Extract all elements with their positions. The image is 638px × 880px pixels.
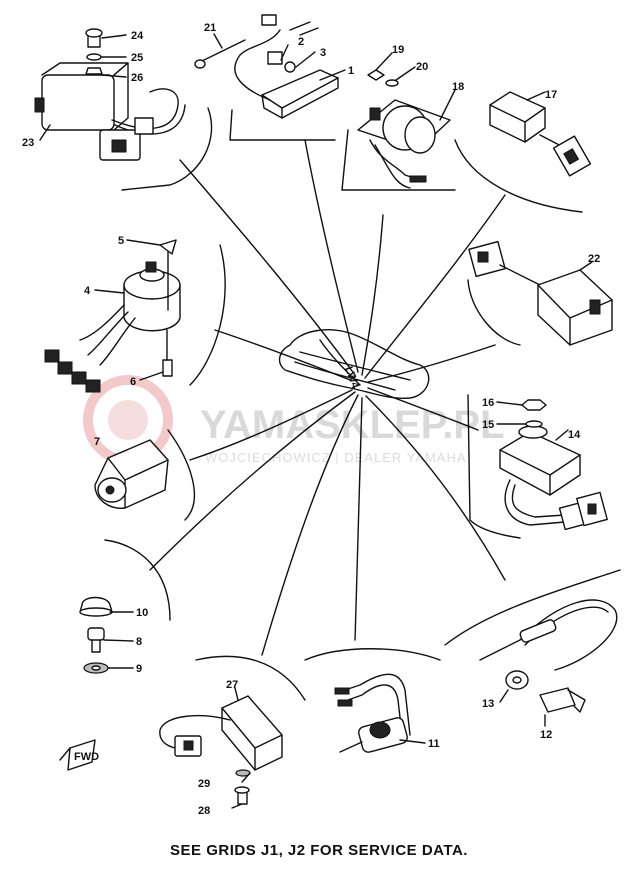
callout-29: 29: [198, 778, 210, 790]
part-23-relay-unit: [34, 28, 186, 161]
callout-18: 18: [452, 81, 464, 93]
callout-6: 6: [130, 376, 136, 388]
callout-7: 7: [94, 436, 100, 448]
callout-8: 8: [136, 636, 142, 648]
part-18-starter-relay: [357, 69, 451, 189]
group-brackets: [104, 107, 621, 701]
part-17-connector: [489, 91, 592, 177]
callout-22: 22: [588, 253, 600, 265]
callout-1: 1: [348, 65, 354, 77]
direction-arrow: FWD: [59, 739, 99, 771]
part-1-sensor-bracket: [194, 14, 339, 119]
callout-27: 27: [226, 679, 238, 691]
callouts: 24 25 26 23 21 2 3 1 19 20 18 17 22 5 4 …: [22, 22, 600, 817]
callout-14: 14: [568, 429, 581, 441]
callout-4: 4: [84, 285, 91, 297]
callout-15: 15: [482, 419, 494, 431]
part-4-main-switch: [44, 239, 181, 393]
callout-16: 16: [482, 397, 494, 409]
callout-10: 10: [136, 607, 148, 619]
callout-23: 23: [22, 137, 34, 149]
callout-21: 21: [204, 22, 216, 34]
callout-2: 2: [298, 36, 304, 48]
callout-9: 9: [136, 663, 142, 675]
part-14-sensor: [499, 399, 608, 531]
callout-5: 5: [118, 235, 124, 247]
callout-leaders: [39, 33, 593, 809]
leader-lines: [149, 139, 506, 656]
service-data-note: SEE GRIDS J1, J2 FOR SERVICE DATA.: [170, 842, 468, 859]
callout-26: 26: [131, 72, 143, 84]
watermark-logo-core: [108, 400, 148, 440]
callout-25: 25: [131, 52, 143, 64]
part-11-ignition-coil: [334, 673, 411, 753]
direction-arrow-label: FWD: [74, 751, 99, 763]
callout-17: 17: [545, 89, 557, 101]
callout-20: 20: [416, 61, 428, 73]
part-7-flasher-relay: [94, 439, 169, 509]
part-22-connector: [468, 240, 613, 346]
callout-3: 3: [320, 47, 326, 59]
callout-24: 24: [131, 30, 144, 42]
part-12-13-sender: [479, 599, 618, 713]
watermark-sub-text: WOJCIECHOWICZ | DEALER YAMAHA: [205, 450, 467, 465]
watermark-main-text: YAMASKLEP.PL: [200, 403, 505, 447]
callout-13: 13: [482, 698, 494, 710]
callout-19: 19: [392, 44, 404, 56]
part-27-bracket: [159, 695, 283, 805]
callout-12: 12: [540, 729, 552, 741]
part-10-8-9-switch: [79, 596, 113, 674]
callout-28: 28: [198, 805, 210, 817]
wire-harness: LW4: [278, 329, 430, 400]
callout-11: 11: [428, 738, 440, 750]
